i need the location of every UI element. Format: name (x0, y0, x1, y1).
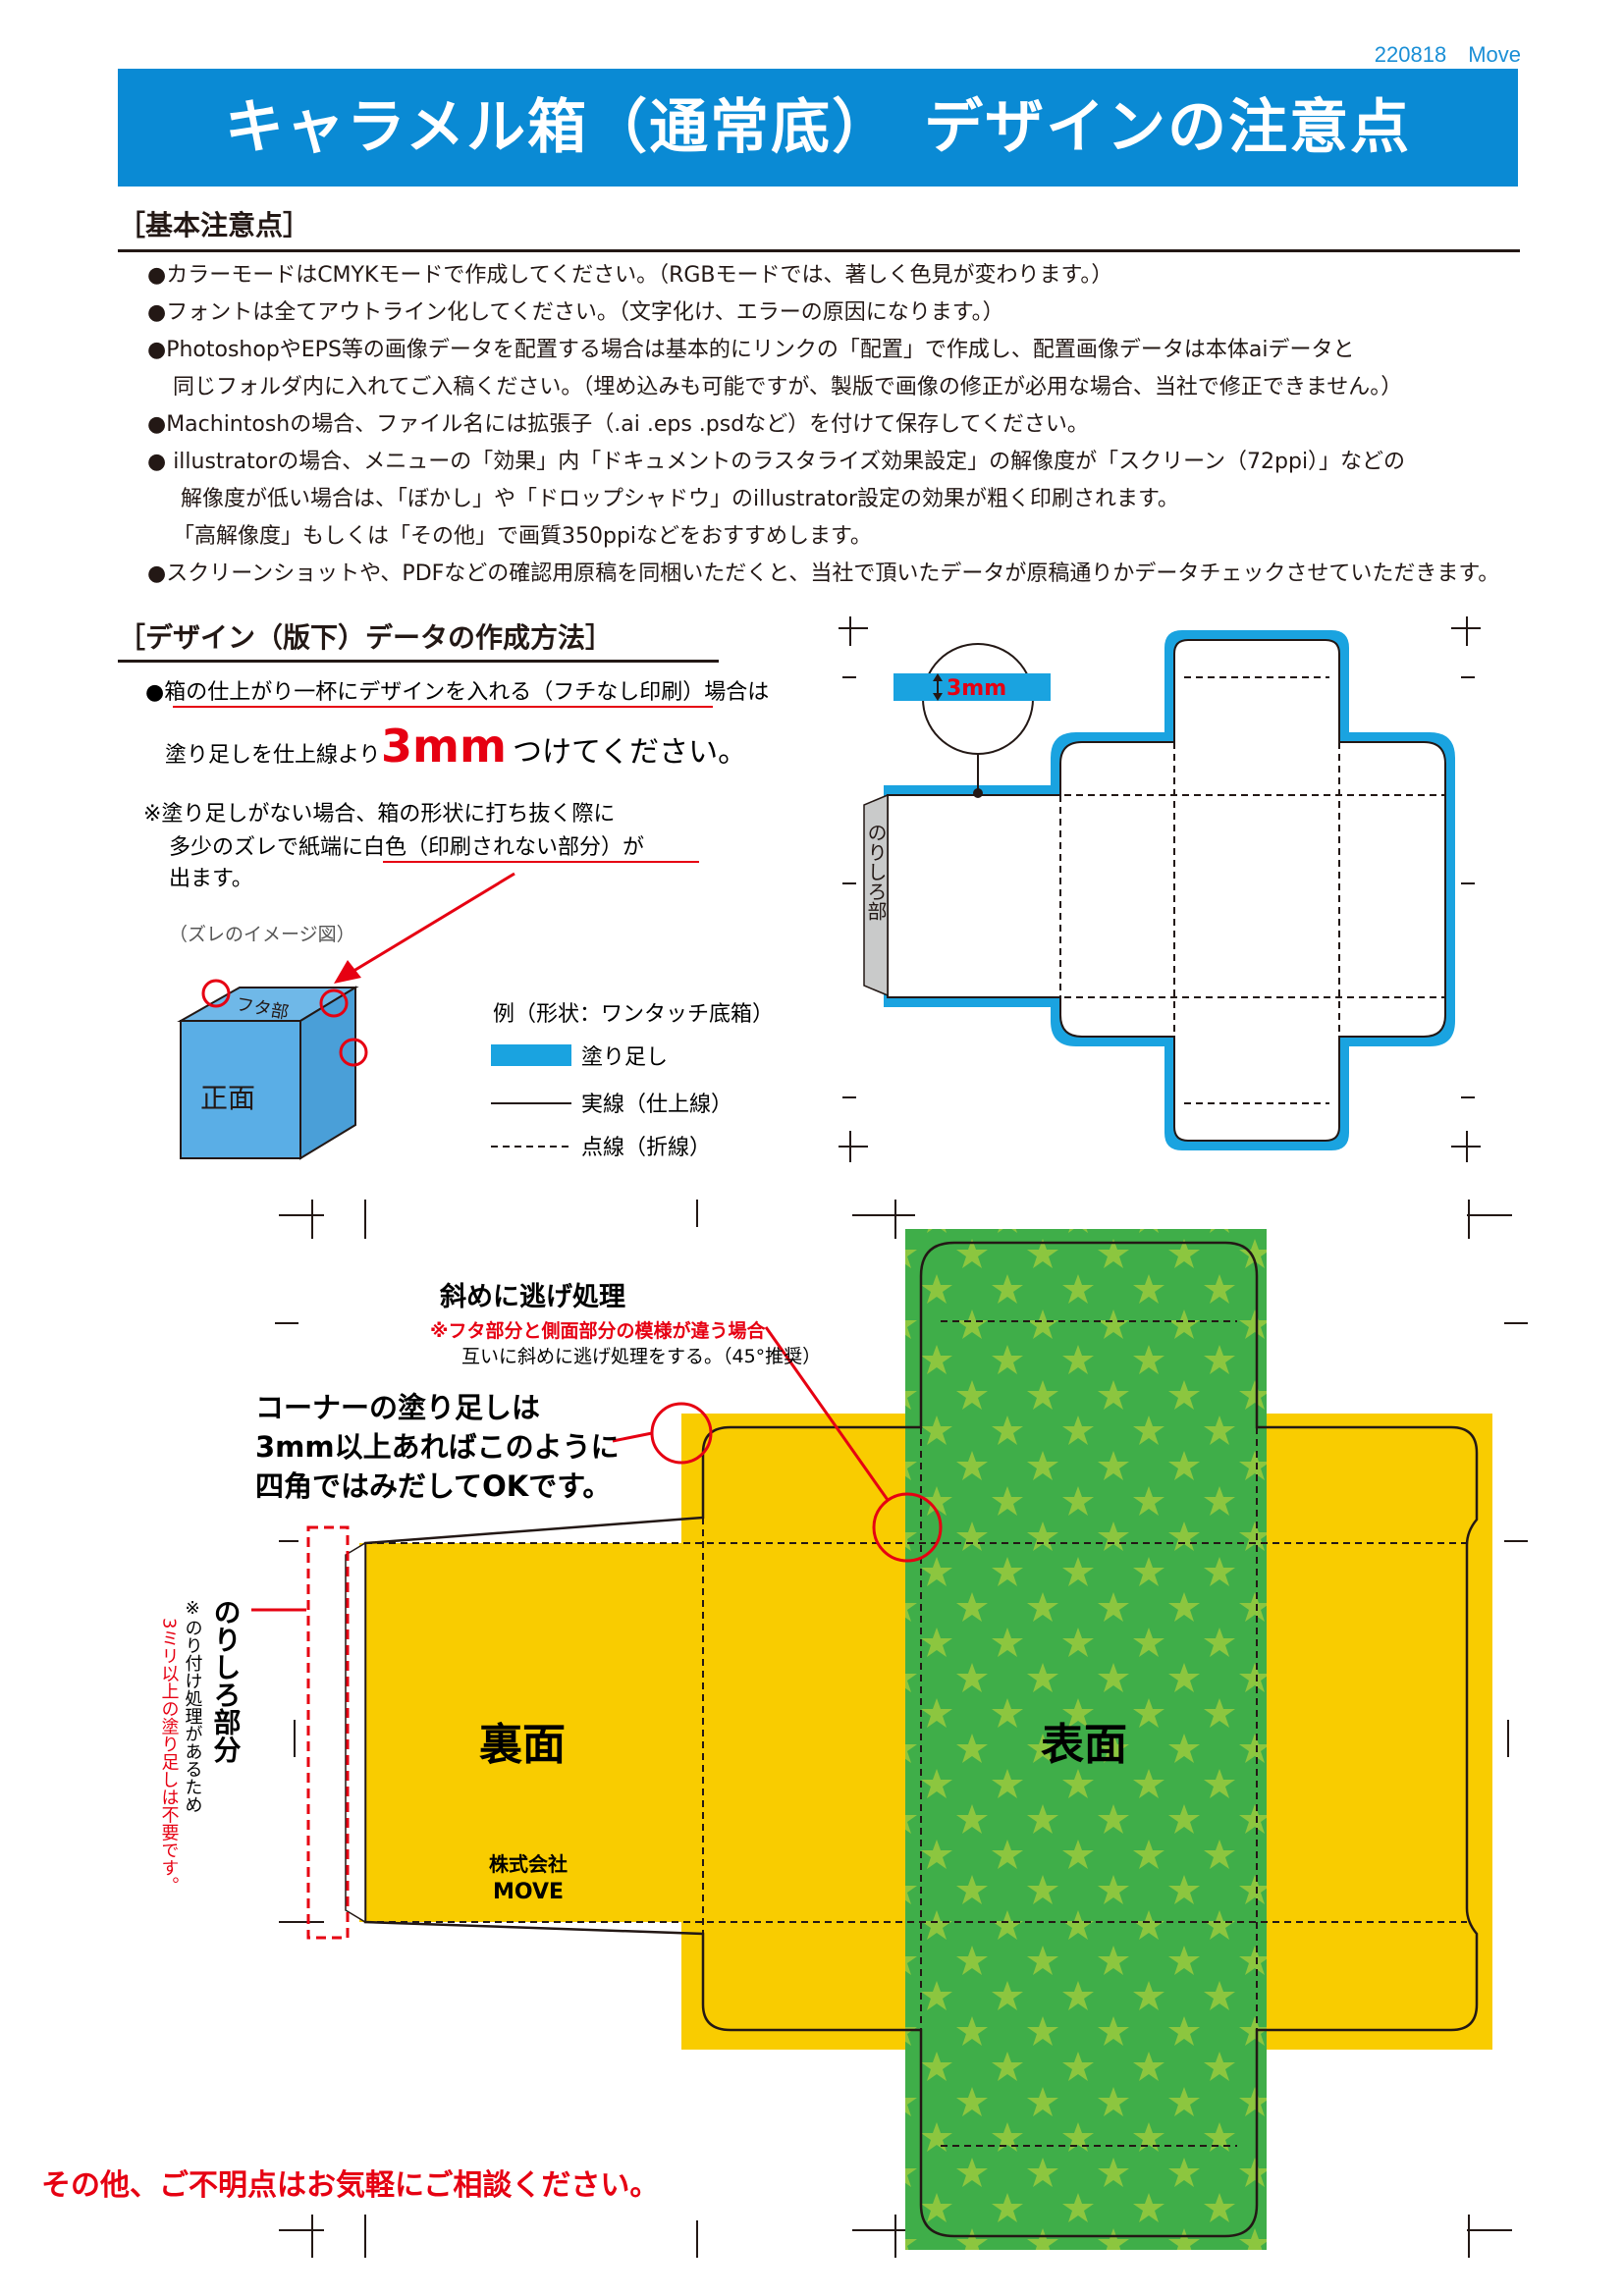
glue-tab (863, 793, 889, 997)
crop-marks (839, 616, 1481, 1162)
title-banner (118, 69, 1518, 187)
glue-title: のりしろ部分 (210, 1598, 243, 1764)
corner-leader (612, 1431, 653, 1443)
shifted-box-illustration: フタ部 正面 (177, 979, 368, 1160)
front-panel-label: 表面 (1041, 1720, 1127, 1770)
crop-marks (275, 1200, 1528, 2258)
glue-note: ※のり付け処理があるため (183, 1598, 203, 1813)
bleed-value: 3mm (381, 720, 507, 773)
note-line: 解像度が低い場合は、「ぼかし」や「ドロップシャドウ」のillustrator設定… (181, 487, 1179, 511)
bleed-instruction-block: ●箱の仕上がり一杯にデザインを入れる（フチなし印刷）場合は 塗り足しを仕上線より… (143, 680, 769, 984)
fold-lines (888, 676, 1445, 1104)
note-line: ●カラーモードはCMYKモードで作成してください。（RGBモードでは、著しく色見… (147, 263, 1113, 288)
large-cut-line (363, 1241, 1479, 2238)
large-net-diagram: 斜めに逃げ処理 ※フタ部分と側面部分の模様が違う場合 互いに斜めに逃げ処理をする… (159, 1200, 1528, 2258)
legend-dotted-label: 点線（折線） (581, 1136, 711, 1160)
back-label: 裏面 (479, 1720, 566, 1770)
design-heading-rule (118, 660, 719, 663)
basic-heading: ［基本注意点］ (118, 209, 311, 241)
note-line: ●フォントは全てアウトライン化してください。（文字化け、エラーの原因になります。… (147, 300, 1004, 325)
note-line: ●Machintoshの場合、ファイル名には拡張子（.ai .eps .psdな… (147, 412, 1089, 437)
red-circle-marker (201, 979, 231, 1008)
front-label: 正面 (200, 1082, 255, 1114)
legend: 例（形状：ワンタッチ底箱） 塗り足し 実線（仕上線） 点線（折線） (491, 1002, 774, 1160)
red-arrowhead (334, 960, 361, 984)
green-star-pattern (905, 1229, 1267, 2250)
note-line: ●スクリーンショットや、PDFなどの確認用原稿を同梱いただくと、当社で頂いたデー… (147, 561, 1500, 586)
legend-solid-label: 実線（仕上線） (581, 1093, 732, 1117)
footer-contact: その他、ご不明点はお気軽にご相談ください。 (41, 2168, 659, 2203)
glue-tab-label: のりしろ部 (864, 823, 888, 921)
no-bleed-note: 出ます。 (169, 867, 253, 891)
callout-bleed-band (893, 673, 1051, 701)
glue-area-highlight (306, 1525, 350, 1940)
corner-note: コーナーの塗り足しは (255, 1391, 540, 1424)
example-caption: 例（形状：ワンタッチ底箱） (493, 1002, 774, 1027)
basic-heading-rule (118, 249, 1520, 252)
document-id: 220818 Move (1374, 42, 1521, 67)
no-bleed-note: ※塗り足しがない場合、箱の形状に打ち抜く際に (143, 802, 615, 827)
page-title: キャラメル箱（通常底） デザインの注意点 (224, 93, 1412, 162)
diagonal-title: 斜めに逃げ処理 (439, 1281, 625, 1312)
red-circle-marker (339, 1038, 368, 1067)
note-line: 同じフォルダ内に入れてご入稿ください。（埋め込みも可能ですが、製版で画像の修正が… (173, 375, 1403, 400)
note-line: ● illustratorの場合、メニューの「効果」内「ドキュメントのラスタライ… (147, 450, 1406, 474)
no-bleed-note: 多少のズレで紙端に白色（印刷されない部分）が (169, 835, 644, 860)
glue-note: 3ミリ以上の塗り足しは不要です。 (159, 1618, 180, 1894)
legend-bleed-swatch (491, 1044, 571, 1066)
yellow-bleed-back (359, 1543, 693, 1922)
corner-note: 3mm以上あればこのように (255, 1430, 620, 1464)
shift-caption: （ズレのイメージ図） (169, 924, 355, 945)
box-side-face (299, 986, 356, 1160)
diagonal-note: ※フタ部分と側面部分の模様が違う場合 (430, 1319, 766, 1342)
bleed-suffix: つけてください。 (513, 735, 747, 770)
bullet-full-bleed: ●箱の仕上がり一杯にデザインを入れる（フチなし印刷）場合は (145, 680, 769, 705)
basic-notes: ●カラーモードはCMYKモードで作成してください。（RGBモードでは、著しく色見… (147, 257, 1522, 593)
company-name: 株式会社 (489, 1852, 568, 1876)
diagonal-circle (872, 1492, 943, 1563)
note-line: 「高解像度」もしくは「その他」で画質350ppiなどをおすすめします。 (173, 524, 872, 549)
large-fold-lines (365, 1320, 1467, 2147)
diagonal-note: 互いに斜めに逃げ処理をする。（45°推奨） (461, 1346, 821, 1367)
callout-3mm-label: 3mm (947, 676, 1006, 701)
bleed-prefix: 塗り足しを仕上線より (165, 743, 381, 768)
note-line: ●PhotoshopやEPS等の画像データを配置する場合は基本的にリンクの「配置… (147, 338, 1355, 362)
red-circle-marker (319, 988, 349, 1018)
small-net-diagram: のりしろ部 3mm (839, 616, 1481, 1162)
design-heading: ［デザイン（版下）データの作成方法］ (118, 621, 614, 654)
company-name: MOVE (493, 1880, 564, 1904)
legend-bleed-label: 塗り足し (581, 1045, 668, 1070)
large-glue-tab (345, 1541, 366, 1924)
diagonal-leader (764, 1326, 890, 1501)
corner-note: 四角ではみだしてOKです。 (255, 1469, 611, 1503)
red-arrow-line (345, 872, 515, 978)
